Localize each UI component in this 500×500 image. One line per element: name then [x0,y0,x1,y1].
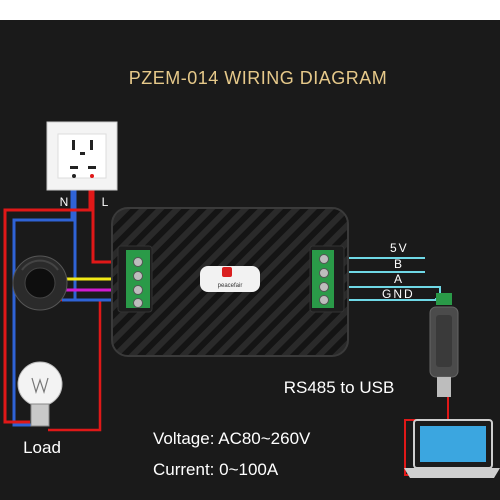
brand-logo-icon [222,267,232,277]
voltage-spec: Voltage: AC80~260V [153,429,311,448]
usb-adapter-label: RS485 to USB [284,378,395,397]
terminal-screw [319,282,329,292]
laptop-base [404,468,500,478]
rs485-usb-adapter [429,293,459,397]
outlet-slot [88,166,96,169]
diagram-title: PZEM-014 WIRING DIAGRAM [129,68,388,88]
light-bulb-icon [17,361,63,427]
adapter-terminal [436,293,452,305]
terminal-screw [319,295,329,305]
top-border [0,0,500,20]
brand-name: peacefair [218,283,243,289]
load-label: Load [23,438,61,457]
current-transformer [12,255,68,311]
outlet-contact [72,174,76,178]
outlet-slot [90,140,93,150]
terminal-label-5v: 5V [390,241,409,255]
neutral-wire-load [12,178,74,427]
terminal-screw [133,257,143,267]
outlet-contact [90,174,94,178]
outlet-slot [72,140,75,150]
meter-module: peacefair [111,207,349,357]
current-spec: Current: 0~100A [153,460,279,479]
bulb-filament [31,377,49,395]
outlet-slot [70,166,78,169]
brand-badge [200,266,260,292]
terminal-screw [133,285,143,295]
ct-highlight [21,259,59,271]
laptop-icon [404,419,500,478]
terminal-label-b: B [394,257,402,271]
usb-plug [437,377,451,397]
outlet-slot [80,152,85,155]
outlet-face [57,133,107,179]
load-live-wire [3,178,92,424]
neutral-label: N [60,195,69,209]
adapter-label-area [436,315,452,367]
bulb-base [30,403,50,427]
ct-hole [24,267,56,299]
right-terminal-block [312,250,334,308]
bulb-glass [17,361,63,407]
terminal-label-a: A [394,272,402,286]
terminal-screw [319,254,329,264]
laptop-screen [420,426,486,462]
wall-outlet [46,121,118,191]
terminal-label-gnd: GND [382,287,415,301]
live-label: L [102,195,109,209]
terminal-screw [133,271,143,281]
terminal-screw [319,268,329,278]
terminal-screw [133,298,143,308]
